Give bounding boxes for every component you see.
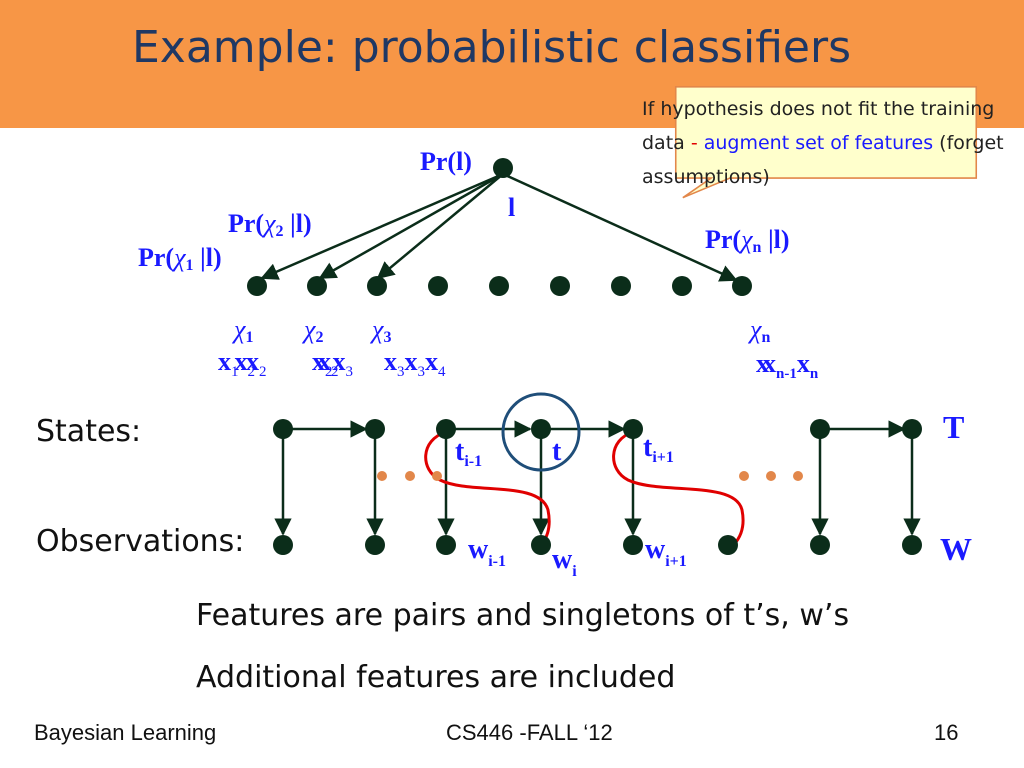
feature-node [672,276,692,296]
callout-text: If hypothesis does not fit the training … [642,92,1010,194]
feature-node [307,276,327,296]
callout-box [674,86,978,199]
root-label: l [508,193,515,222]
label-t-ip1: ti+1 [643,432,674,466]
chin-label: χn [747,315,770,346]
x-label-group-1: x1x2 [218,347,255,380]
page-number: 16 [934,720,959,745]
callout-part3: (forget assumptions) [642,132,1004,188]
curve-ti-1-wi [424,430,551,547]
root-node [493,158,513,178]
note-line-1: Features are pairs and singletons of t’s… [196,598,850,633]
feature-node [489,276,509,296]
observation-node [623,535,643,555]
label-T: T [943,409,964,445]
state-node [810,419,830,439]
pr-chi1-label: Pr(χ1 |l) [138,243,222,274]
observation-node [365,535,385,555]
hmm-edges [274,420,921,536]
label-t: t [552,436,562,467]
feature-node [732,276,752,296]
curve-ti+1-wi+1 [612,430,745,547]
label-W: W [940,531,972,567]
observation-node [531,535,551,555]
edge-root-xn [502,172,738,282]
footer-left: Bayesian Learning [34,720,217,745]
highlight-circle [501,392,581,472]
edge-root-x2 [318,172,504,280]
observation-node [810,535,830,555]
x-label-group-2: x2x3 [312,347,353,380]
bayes-nodes [247,158,752,296]
feature-node [367,276,387,296]
label-t-im1: ti-1 [455,436,482,470]
x-label-group-3: x3x3x4 [384,347,446,380]
observation-node [718,535,738,555]
label-w-i: wi [552,544,577,580]
diagram: Pr(l) l Pr(χ2 |l) Pr(χ1 |l) Pr(χn |l) χ1… [138,147,972,580]
observation-node [436,535,456,555]
slide-title: Example: probabilistic classifiers [132,22,851,73]
observation-node [273,535,293,555]
x-label-group-2b: x2 [318,347,339,380]
states-label: States: [36,414,142,449]
hmm-nodes [273,419,922,555]
ellipsis-dots [377,471,803,481]
state-node [365,419,385,439]
callout-part2: augment set of features [703,132,934,154]
state-node [623,419,643,439]
label-w-im1: wi-1 [468,534,506,570]
root-prob-label: Pr(l) [420,147,472,176]
edge-root-x1 [260,172,504,280]
observation-node [902,535,922,555]
feature-node [428,276,448,296]
state-node [902,419,922,439]
label-w-ip1: wi+1 [645,534,687,570]
state-node [436,419,456,439]
callout-part1: If hypothesis does not fit the training … [642,98,995,154]
chi3-label: χ3 [369,315,391,346]
pr-chi2-label: Pr(χ2 |l) [228,209,312,240]
note-line-2: Additional features are included [196,660,676,695]
feature-node [247,276,267,296]
chi1-label: χ1 [231,315,253,346]
state-node [273,419,293,439]
feature-node [550,276,570,296]
x-label-group-1b: x2 [246,347,267,380]
feature-curves [424,430,745,547]
chi2-label: χ2 [301,315,323,346]
callout-dash: - [684,132,704,154]
x-label-group-n: xxn-1xn [756,349,819,382]
feature-node [611,276,631,296]
bayes-edges [260,172,738,282]
pr-chin-label: Pr(χn |l) [705,225,790,256]
footer-center: CS446 -FALL ‘12 [446,720,613,745]
state-node [531,419,551,439]
observations-label: Observations: [36,524,245,559]
edge-root-x3 [376,173,504,280]
